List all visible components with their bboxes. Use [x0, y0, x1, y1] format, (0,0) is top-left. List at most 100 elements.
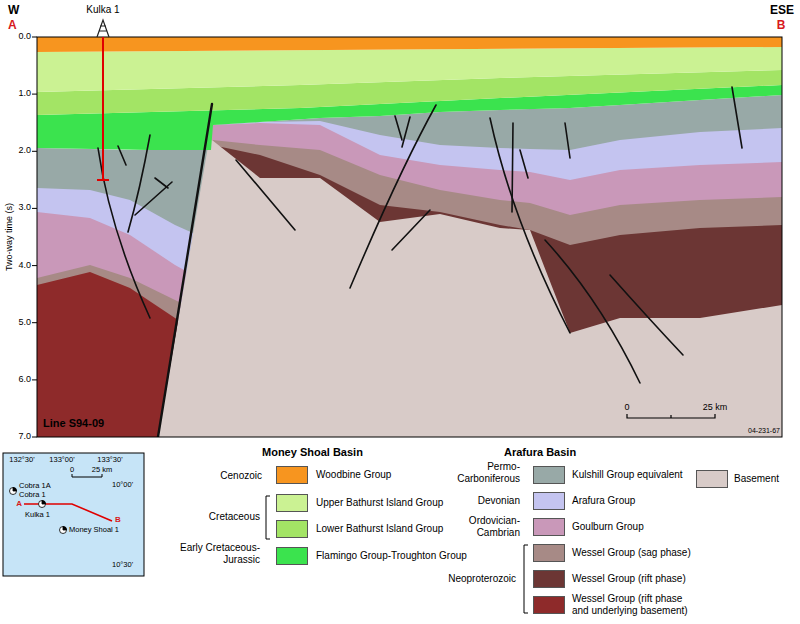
- direction-letter: W: [8, 3, 19, 17]
- legend-swatch: [533, 492, 565, 510]
- west-block: [37, 148, 220, 437]
- rock-unit: [150, 121, 782, 437]
- fault-line: [402, 117, 410, 147]
- section-line: [24, 504, 112, 521]
- well-symbol: [42, 501, 46, 505]
- axis-tick-label: 4.0: [18, 260, 31, 271]
- well-symbol: [63, 527, 67, 531]
- axis-tick-label: 0.0: [18, 31, 31, 42]
- axis-tick-label: 3.0: [18, 202, 31, 213]
- legend-swatch: [533, 596, 565, 614]
- age-label: Neoproterozoic: [448, 573, 516, 585]
- legend-label: Goulburn Group: [572, 521, 644, 533]
- age-label: Devonian: [478, 495, 520, 507]
- well-symbol: [60, 527, 67, 534]
- map-scale-label: 0: [70, 465, 74, 474]
- fault-line: [565, 123, 570, 158]
- legend-swatch: [276, 466, 308, 484]
- legend-label: Flamingo Group-Troughton Group: [316, 550, 467, 562]
- legend-swatch: [276, 494, 308, 512]
- plot-frame: [37, 37, 782, 437]
- rock-unit: [150, 140, 782, 437]
- rock-unit: [150, 138, 782, 437]
- map-coordinate: 10°30': [112, 560, 133, 569]
- section-end-label: B: [777, 18, 786, 32]
- axis-tick-label: 5.0: [18, 317, 31, 328]
- legend-swatch: [696, 470, 728, 488]
- derrick-symbol: [97, 20, 109, 37]
- map-coordinate: 133°30': [97, 455, 122, 464]
- axis-tick-label: 2.0: [18, 145, 31, 156]
- well-trace: [97, 37, 109, 180]
- legend-label: Woodbine Group: [316, 469, 391, 481]
- legend-bracket: [524, 545, 528, 613]
- middle-block: [150, 95, 782, 437]
- axis-tick-label: 6.0: [18, 374, 31, 385]
- age-label: Early Cretaceous-Jurassic: [168, 542, 260, 566]
- fault-line: [732, 87, 742, 148]
- section-end-label: B: [115, 515, 121, 525]
- well-name: Cobra 1: [19, 490, 46, 499]
- legend-swatch: [276, 547, 308, 565]
- legend-swatch: [533, 544, 565, 562]
- fault-line: [392, 210, 430, 250]
- rock-unit: [37, 148, 220, 437]
- legend-label: Wessel Group (rift phase): [572, 573, 686, 585]
- fault-line: [236, 160, 295, 230]
- section-end-label: A: [16, 499, 22, 509]
- rock-unit: [37, 272, 220, 437]
- well-name: Kulka 1: [86, 4, 119, 16]
- axis-title: Two-way time (s): [4, 203, 15, 271]
- legend-swatch: [276, 520, 308, 538]
- axis-ticks: [32, 37, 37, 437]
- basin-heading: Money Shoal Basin: [262, 446, 363, 459]
- rock-unit: [37, 212, 220, 437]
- fault-line: [135, 182, 172, 215]
- map-coordinate: 133°00': [49, 455, 74, 464]
- legend-label: Upper Bathurst Island Group: [316, 497, 443, 509]
- age-label: Cretaceous: [209, 511, 260, 523]
- fault-line: [158, 104, 212, 437]
- rock-unit: [37, 47, 782, 92]
- map-coordinate: 132°30': [9, 455, 34, 464]
- axis-tick-label: 1.0: [18, 88, 31, 99]
- legend-swatch: [533, 518, 565, 536]
- legend-swatch: [533, 570, 565, 588]
- well-symbol: [39, 501, 46, 508]
- fault-line: [395, 116, 402, 140]
- fault-line: [350, 105, 436, 288]
- age-label: Permo-Carboniferous: [442, 461, 520, 485]
- figure-number: 04-231-67: [748, 427, 780, 435]
- well-name: Cobra 1A: [19, 481, 51, 490]
- fault-line: [610, 275, 683, 355]
- well-name: Money Shoal 1: [69, 525, 119, 534]
- rock-unit: [150, 95, 782, 437]
- fault-line: [512, 123, 513, 212]
- section-end-label: A: [8, 18, 17, 32]
- fault-line: [118, 146, 126, 165]
- fault-lines: [98, 87, 742, 437]
- rock-unit: [37, 265, 220, 437]
- well-symbols: [10, 488, 67, 534]
- rock-unit: [150, 123, 782, 437]
- well-symbol: [13, 488, 17, 492]
- age-label: Ordovician-Cambrian: [442, 515, 520, 539]
- legend-bracket: [266, 496, 270, 539]
- legend-label: Arafura Group: [572, 495, 635, 507]
- section-layers: [37, 37, 782, 437]
- well-symbol: [10, 488, 17, 495]
- direction-letter: ESE: [770, 3, 794, 17]
- fault-line: [128, 135, 150, 232]
- age-label: Cenozoic: [220, 470, 262, 482]
- legend-label: Lower Bathurst Island Group: [316, 523, 443, 535]
- map-scale-bar: [72, 474, 102, 477]
- fault-line: [520, 150, 528, 178]
- scale-label: 25 km: [703, 402, 728, 413]
- scale-label: 0: [624, 402, 629, 413]
- location-map: [3, 453, 144, 576]
- basin-heading: Arafura Basin: [504, 446, 576, 459]
- map-scale-label: 25 km: [92, 465, 112, 474]
- rock-unit: [37, 37, 782, 52]
- cretaceous-bands: [37, 37, 782, 150]
- derrick-symbol: [97, 20, 109, 37]
